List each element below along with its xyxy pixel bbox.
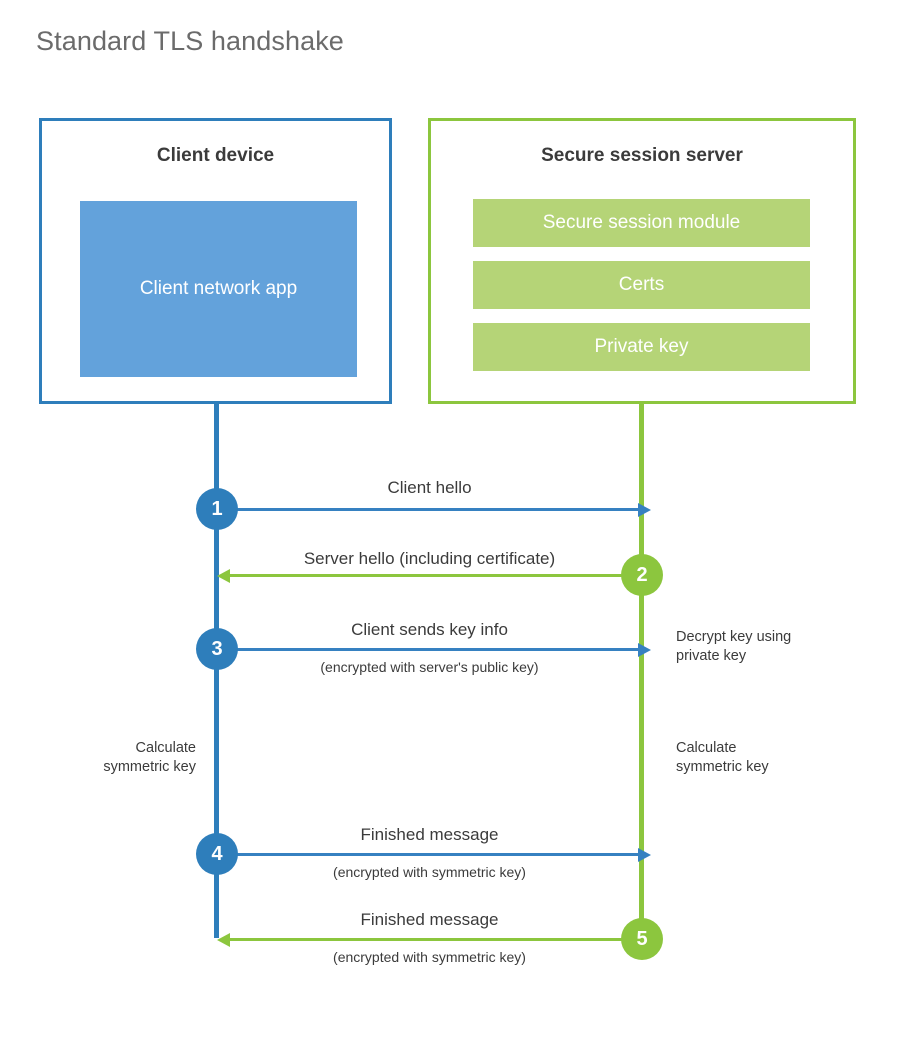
- arrow-head-right-icon: [638, 847, 651, 862]
- arrow-head-left-icon: [217, 568, 230, 583]
- annotation-decrypt-key-line1: Decrypt key using: [676, 629, 792, 645]
- client-device-title: Client device: [156, 145, 275, 166]
- annotation-decrypt-key-line2: private key: [676, 648, 747, 664]
- annotation-client-calculate-symmetric-key: Calculate symmetric key: [20, 739, 196, 777]
- annotation-client-calc-line1: Calculate: [135, 740, 196, 756]
- step-5-sublabel: (encrypted with symmetric key): [333, 949, 526, 965]
- step-2-badge: 2: [621, 554, 663, 596]
- arrow-head-right-icon: [638, 642, 651, 657]
- step-4-badge: 4: [196, 833, 238, 875]
- annotation-client-calc-line2: symmetric key: [103, 759, 196, 775]
- annotation-server-calc-line2: symmetric key: [676, 759, 769, 775]
- step-3-sublabel: (encrypted with server's public key): [320, 659, 539, 675]
- step-2-label: Server hello (including certificate): [303, 549, 556, 568]
- client-network-app-label: Client network app: [139, 278, 298, 299]
- step-1-arrow: [217, 502, 651, 517]
- arrow-head-right-icon: [638, 502, 651, 517]
- step-4-arrow: [217, 847, 651, 862]
- client-device-box: Client device Client network app: [39, 118, 392, 404]
- step-2-arrow: [217, 568, 642, 583]
- step-1-label: Client hello: [387, 478, 472, 497]
- server-component-private-key: Private key: [473, 323, 810, 371]
- annotation-decrypt-key: Decrypt key using private key: [676, 628, 866, 666]
- client-network-app-block: Client network app: [80, 201, 357, 377]
- annotation-server-calculate-symmetric-key: Calculate symmetric key: [676, 739, 866, 777]
- server-component-certs: Certs: [473, 261, 810, 309]
- secure-session-server-box: Secure session server Secure session mod…: [428, 118, 856, 404]
- step-4-sublabel: (encrypted with symmetric key): [333, 864, 526, 880]
- server-component-secure-session-module: Secure session module: [473, 199, 810, 247]
- page-title: Standard TLS handshake: [36, 26, 344, 56]
- step-3-badge: 3: [196, 628, 238, 670]
- secure-session-server-title: Secure session server: [541, 145, 743, 166]
- annotation-server-calc-line1: Calculate: [676, 740, 737, 756]
- arrow-head-left-icon: [217, 932, 230, 947]
- step-5-badge: 5: [621, 918, 663, 960]
- step-5-arrow: [217, 932, 642, 947]
- step-5-label: Finished message: [360, 910, 499, 929]
- server-lifeline: [639, 401, 644, 938]
- step-1-badge: 1: [196, 488, 238, 530]
- step-3-label: Client sends key info: [351, 620, 508, 639]
- step-4-label: Finished message: [360, 825, 499, 844]
- step-3-arrow: [217, 642, 651, 657]
